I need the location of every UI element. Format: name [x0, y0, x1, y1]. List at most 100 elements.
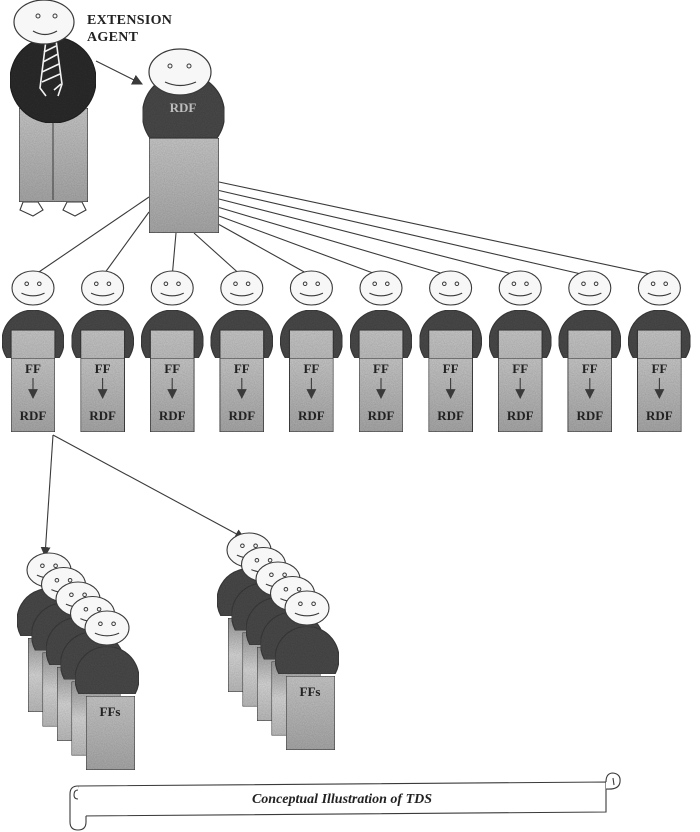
agent-to-rdf-arrow — [95, 60, 143, 85]
connector-line — [218, 215, 382, 277]
connector-line — [32, 196, 150, 277]
ff-group: FFs — [216, 532, 340, 751]
ff-group: FFs — [16, 552, 140, 771]
rdf-head — [148, 48, 212, 96]
ff-group-member: FFs — [274, 590, 340, 751]
agent-foot-right — [62, 201, 87, 217]
ff-eye-left — [233, 281, 238, 287]
ff-top-label: FF — [582, 361, 598, 376]
ff-torso — [349, 309, 413, 359]
ff-group-eye-right — [253, 543, 258, 549]
ff-top-label: FF — [373, 361, 389, 376]
rdf-eye-left — [167, 63, 173, 69]
ff-group-eye-left — [83, 606, 89, 612]
ff-eye-left — [94, 281, 99, 287]
ff-smile — [230, 292, 254, 297]
ff-figure: FF RDF — [210, 270, 274, 433]
ff-group-member: FFs — [74, 610, 140, 771]
agent-head — [13, 0, 75, 45]
ff-bottom-label: RDF — [159, 408, 186, 423]
rdf-label: RDF — [170, 100, 197, 115]
ff-head — [220, 270, 264, 306]
ff-group-eye-left — [54, 577, 60, 583]
ff-torso — [1, 309, 65, 359]
ff-bottom-label: RDF — [228, 408, 255, 423]
ff-head — [150, 270, 194, 306]
tie-icon — [39, 39, 63, 97]
ff-group-eye-right — [111, 621, 116, 627]
ff-eye-left — [24, 281, 30, 287]
ff-eye-right — [37, 281, 42, 287]
ff-top-label: FF — [443, 361, 459, 376]
ff-group-label: FFs — [100, 704, 121, 719]
ff-bottom-label: RDF — [298, 408, 325, 423]
ff-smile — [21, 292, 45, 297]
ff-head — [637, 270, 681, 306]
agent-label-line2: AGENT — [87, 30, 139, 45]
ff-bottom-label: RDF — [89, 408, 116, 423]
connector-line — [218, 206, 451, 277]
ff-eye-left — [511, 281, 517, 287]
connector-line — [218, 198, 521, 277]
ff-head — [568, 270, 612, 306]
ff-smile — [160, 292, 184, 297]
ff-group-head — [84, 610, 130, 646]
connector-line — [102, 211, 150, 277]
ff-smile — [508, 292, 532, 297]
ff-top-label: FF — [234, 361, 250, 376]
ff-bottom-label: RDF — [20, 408, 47, 423]
ff-eye-left — [581, 281, 586, 287]
agent-eye-left — [35, 13, 41, 19]
ff-top-label: FF — [25, 361, 41, 376]
scroll-curl-right — [605, 772, 621, 790]
connector-line — [218, 189, 590, 277]
ff-group-eye-left — [98, 621, 103, 627]
ff-group-eye-left — [269, 572, 274, 578]
ff-torso — [140, 309, 204, 359]
rdf-eye-right — [186, 63, 192, 69]
connector-line — [193, 232, 243, 277]
ff-group-eye-left — [298, 601, 303, 607]
ff-head — [81, 270, 125, 306]
ff-torso — [627, 309, 691, 359]
ff-group-eye-left — [40, 563, 45, 569]
agent-smile — [32, 30, 58, 36]
ff-eye-right — [176, 281, 181, 287]
ff-group-smile — [294, 612, 320, 617]
ff-to-group-right-arrow — [52, 434, 245, 539]
ff-bottom-label: RDF — [646, 408, 673, 423]
agent-eye-right — [52, 13, 58, 19]
extension-agent-figure: EXTENSION AGENT — [9, 0, 172, 217]
ff-group-label: FFs — [300, 684, 321, 699]
ff-eye-right — [315, 281, 321, 287]
ff-group-eye-right — [311, 601, 316, 607]
ff-group-eye-right — [282, 572, 287, 578]
rdf-figure: RDF — [141, 48, 226, 234]
ff-group-eye-right — [82, 592, 87, 598]
ff-group-eye-right — [296, 586, 302, 592]
ff-bottom-label: RDF — [576, 408, 603, 423]
ff-eye-left — [372, 281, 378, 287]
ff-group-eye-left — [69, 592, 74, 598]
ff-group-eye-left — [240, 543, 245, 549]
ff-smile — [438, 292, 463, 297]
ff-torso — [279, 309, 343, 359]
ff-torso — [488, 309, 552, 359]
ff-smile — [578, 292, 602, 297]
ff-eye-left — [650, 281, 656, 287]
agent-label-line1: EXTENSION — [87, 13, 172, 28]
ff-figure: FF RDF — [558, 270, 622, 433]
connector-line — [218, 181, 660, 277]
rdf-to-ff-connectors — [32, 181, 660, 277]
ff-eye-left — [302, 281, 308, 287]
ff-group-torso — [274, 626, 340, 675]
ff-head — [289, 270, 333, 306]
caption-scroll-banner: Conceptual Illustration of TDS — [69, 772, 621, 831]
